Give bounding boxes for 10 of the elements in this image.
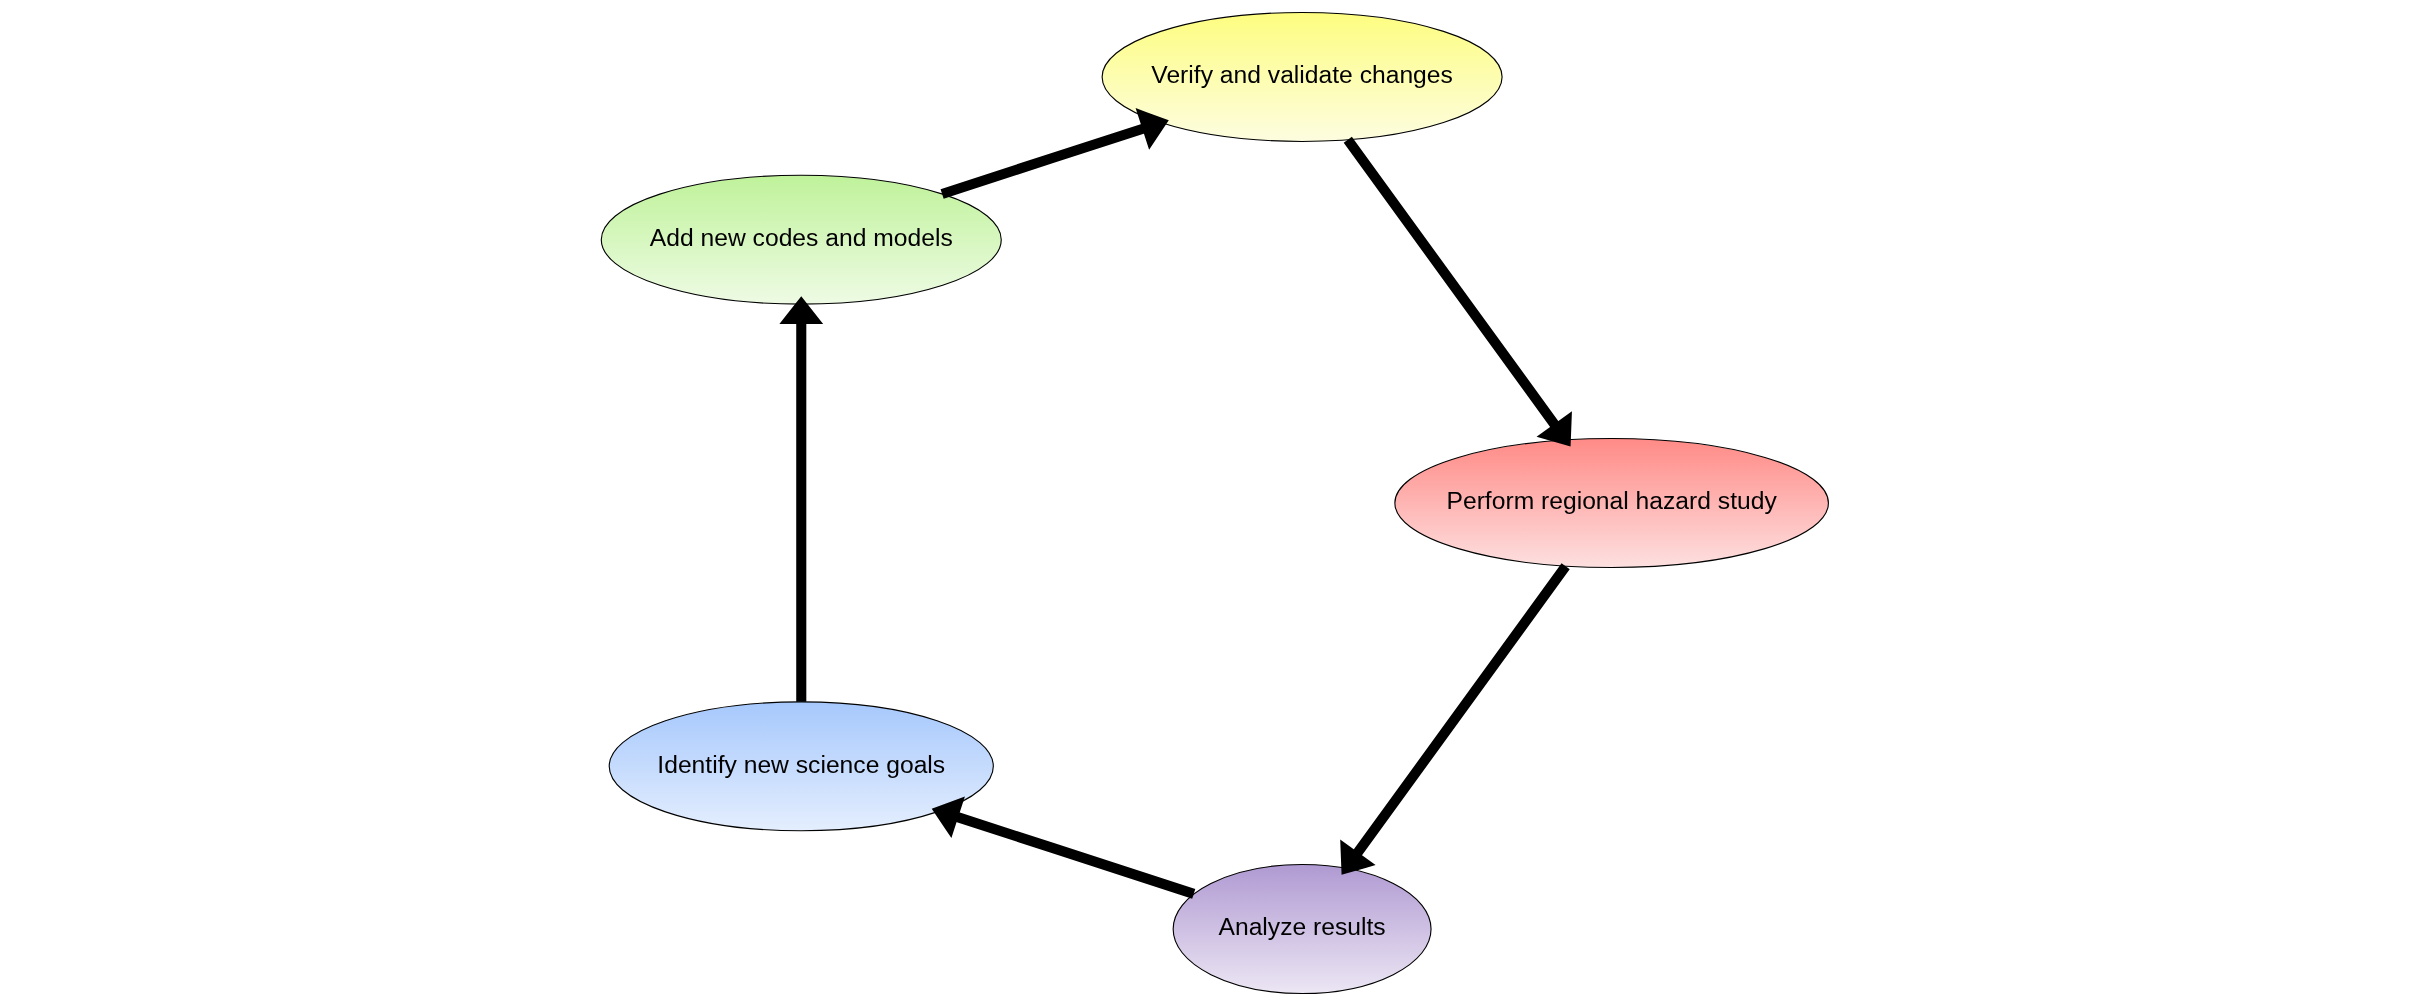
node-ellipse: Perform regional hazard study <box>1394 437 1829 569</box>
arrow <box>940 108 1169 199</box>
node-ellipse: Verify and validate changes <box>1101 11 1503 142</box>
arrow <box>931 796 1196 899</box>
node-ellipse: Add new codes and models <box>600 174 1002 305</box>
arrow <box>1343 136 1572 447</box>
arrow <box>779 296 824 702</box>
node-ellipse: Identify new science goals <box>608 701 994 832</box>
arrow <box>1340 563 1570 875</box>
node-ellipse: Analyze results <box>1172 864 1432 995</box>
